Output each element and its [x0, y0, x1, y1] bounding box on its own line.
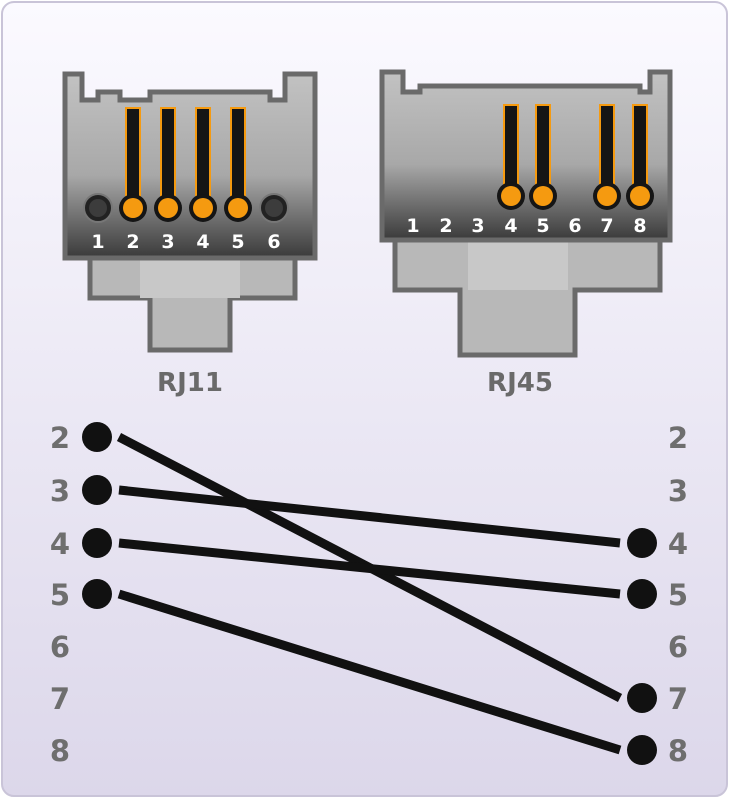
- rj11-pin-4: 4: [189, 107, 217, 253]
- rj11-pin-6: 6: [259, 193, 289, 253]
- left-pin-label: 5: [50, 578, 70, 612]
- rj45-pin-number: 2: [439, 215, 452, 237]
- left-pin-label: 6: [50, 630, 70, 664]
- rj11-pin-2: 2: [119, 107, 147, 253]
- right-pin-label: 8: [668, 734, 688, 768]
- rj11-pin-1: 1: [83, 193, 113, 253]
- rj45-pin-number: 4: [504, 215, 517, 237]
- right-pin-label: 3: [668, 474, 688, 508]
- wire-3-to-4: [118, 485, 621, 548]
- right-pin-label: 5: [668, 578, 688, 612]
- rj45-pin-3: 3: [471, 215, 484, 237]
- right-pin-dot: [627, 528, 657, 558]
- left-pin-dot: [82, 528, 112, 558]
- right-pin-label: 7: [668, 682, 688, 716]
- rj45-label: RJ45: [487, 368, 553, 398]
- rj45-pin-8: 8: [626, 104, 654, 237]
- left-pin-label: 8: [50, 734, 70, 768]
- left-pin-label: 4: [50, 527, 70, 561]
- rj45-pin-5: 5: [529, 104, 557, 237]
- left-pin-label: 3: [50, 474, 70, 508]
- rj45-pin-1: 1: [406, 215, 419, 237]
- rj11-label: RJ11: [157, 368, 223, 398]
- left-pin-dot: [82, 475, 112, 505]
- right-pin-dot: [627, 735, 657, 765]
- rj11-pin-number: 5: [231, 231, 244, 253]
- rj45-pin-number: 3: [471, 215, 484, 237]
- right-pin-label: 6: [668, 630, 688, 664]
- left-pin-dot: [82, 422, 112, 452]
- rj11-pin-number: 2: [126, 231, 139, 253]
- left-pin-label: 2: [50, 421, 70, 455]
- left-pin-label: 7: [50, 682, 70, 716]
- wire-5-to-8: [117, 589, 622, 755]
- rj11-pin-5: 5: [224, 107, 252, 253]
- rj11-pin-number: 6: [267, 231, 280, 253]
- rj45-pin-number: 7: [600, 215, 613, 237]
- right-pin-dot: [627, 683, 657, 713]
- rj11-pin-3: 3: [154, 107, 182, 253]
- rj11-pin-number: 1: [91, 231, 104, 253]
- right-pin-label: 4: [668, 527, 688, 561]
- rj45-pin-number: 6: [568, 215, 581, 237]
- wire-map: 2 3 4 5 6 7 8 2 3 4 5 6 7 8: [50, 421, 688, 768]
- wire-4-to-5: [118, 538, 621, 599]
- rj45-pin-6: 6: [568, 215, 581, 237]
- rj45-pin-number: 1: [406, 215, 419, 237]
- rj45-pin-7: 7: [593, 104, 621, 237]
- rj11-pin-number: 4: [196, 231, 209, 253]
- right-pin-label: 2: [668, 421, 688, 455]
- right-pin-dot: [627, 579, 657, 609]
- left-pin-dot: [82, 579, 112, 609]
- rj45-pin-number: 8: [633, 215, 646, 237]
- rj11-pin-number: 3: [161, 231, 174, 253]
- rj45-pin-number: 5: [536, 215, 549, 237]
- rj45-pin-4: 4: [497, 104, 525, 237]
- rj45-pin-2: 2: [439, 215, 452, 237]
